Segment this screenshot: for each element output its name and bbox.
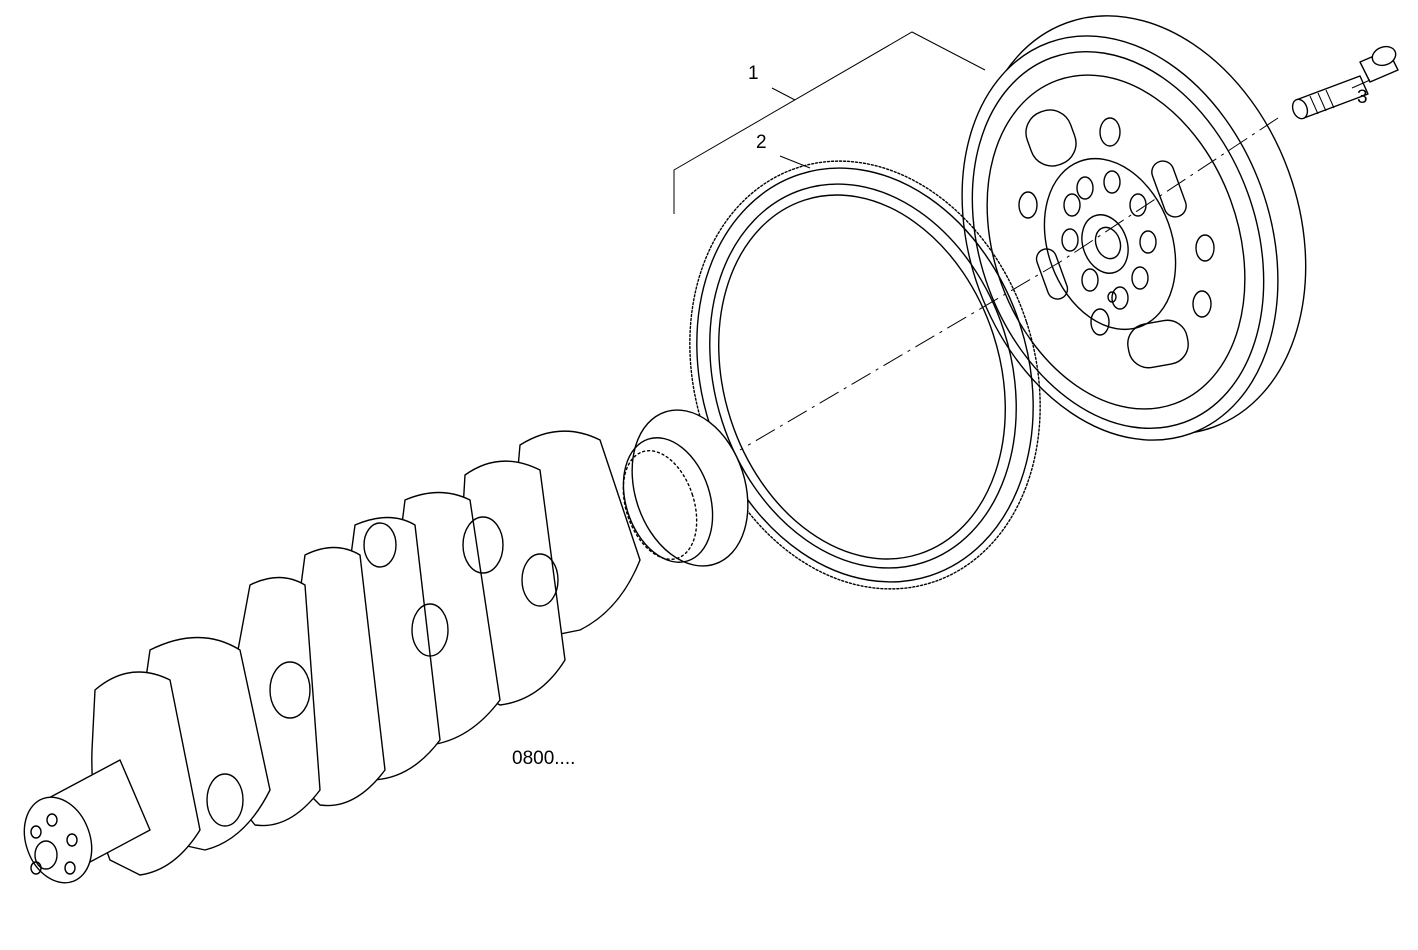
callout-3: 3	[1357, 87, 1368, 108]
crankshaft-icon	[23, 409, 749, 884]
callout-leaders	[673, 31, 1371, 214]
callout-1: 1	[748, 63, 759, 84]
flywheel-icon	[961, 15, 1307, 441]
reference-label: 0800....	[512, 748, 575, 769]
axis-line	[739, 117, 1279, 451]
assembly-bracket	[673, 31, 986, 214]
callout-2: 2	[756, 132, 767, 153]
bolt-icon	[1291, 45, 1399, 120]
